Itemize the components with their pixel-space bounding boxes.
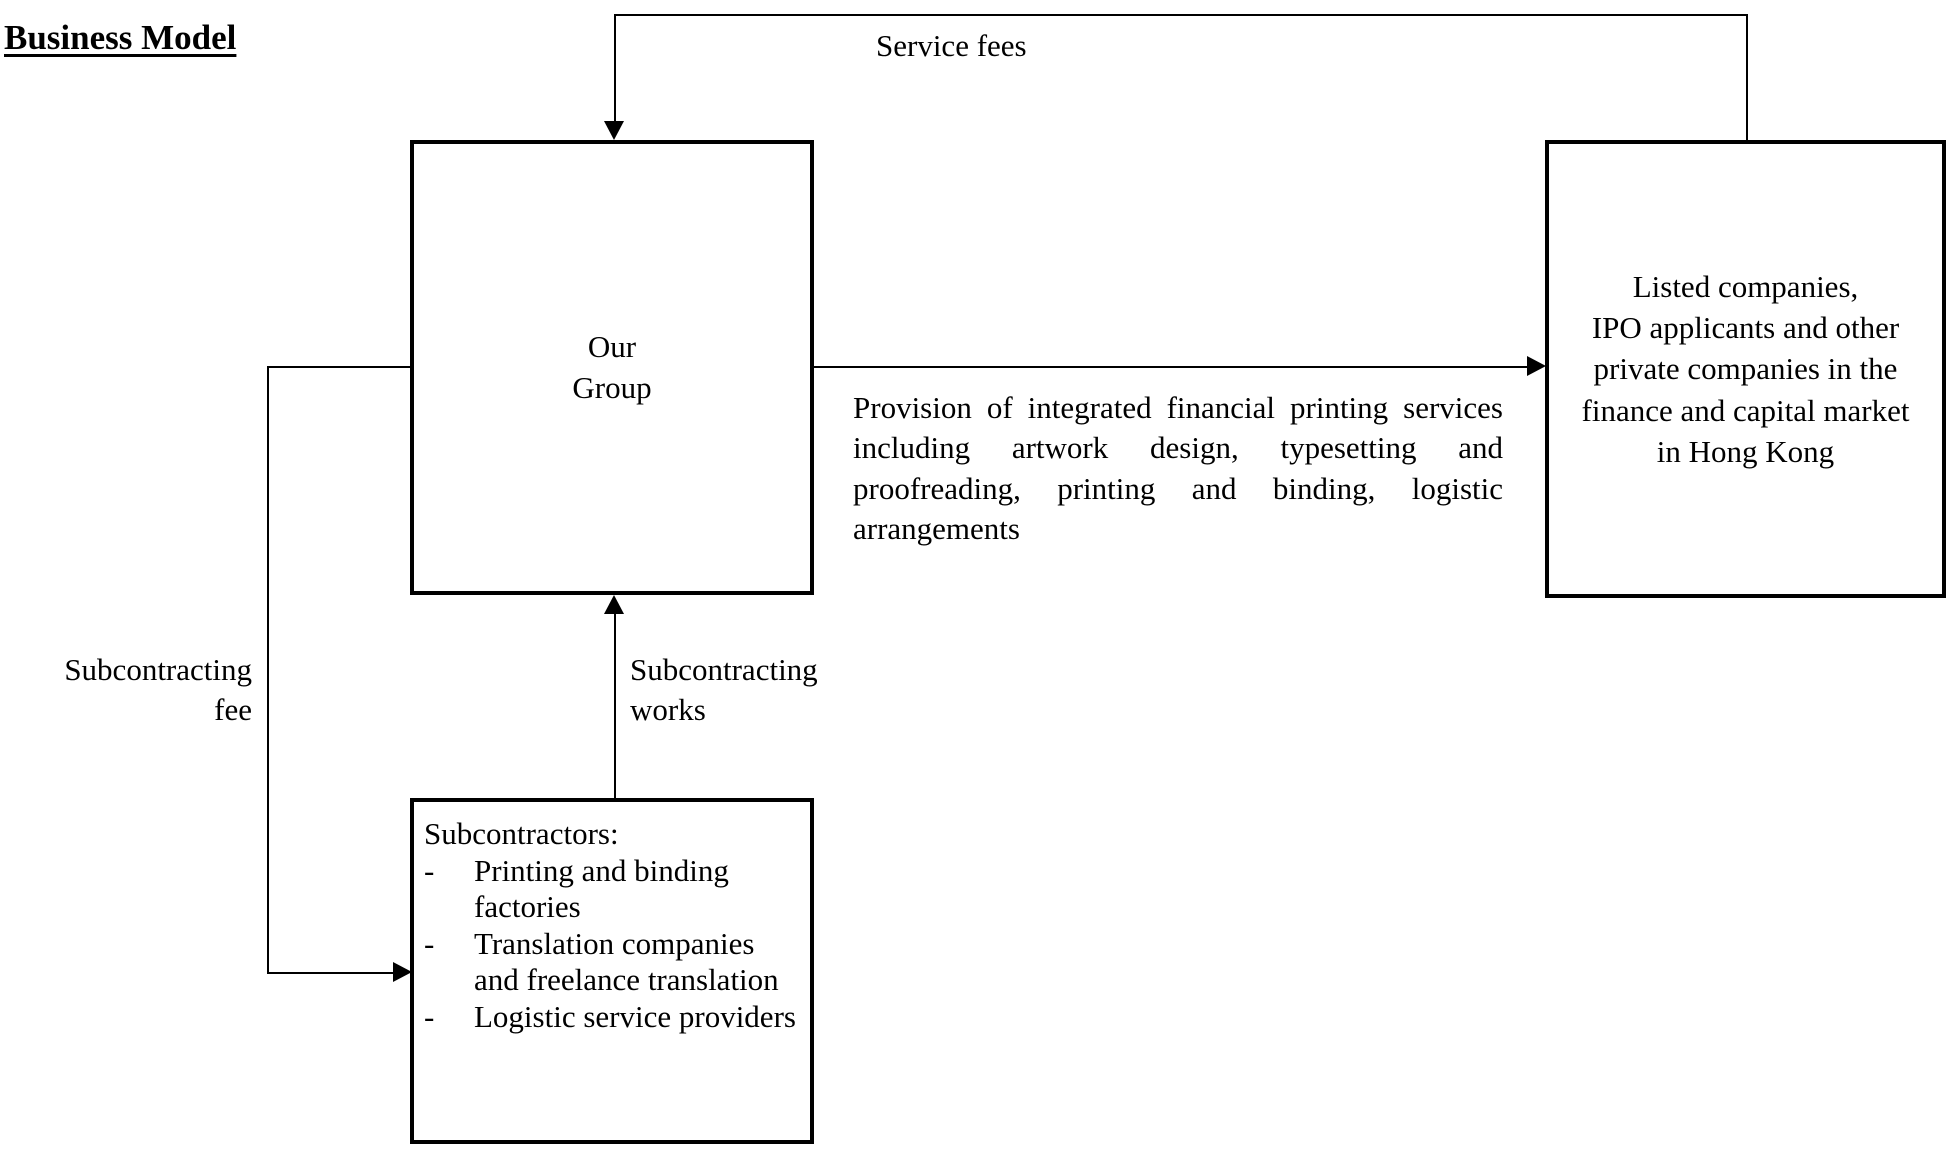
node-our-group-label: Our Group [572, 329, 652, 405]
node-our-group[interactable]: Our Group [410, 140, 814, 595]
list-item-label: Logistic service providers [474, 998, 796, 1034]
list-item-bullet: - [424, 925, 435, 961]
service-fees-edge-riser [1746, 14, 1748, 142]
subcontracting-fee-edge-drop [267, 366, 269, 972]
subcontracting-fee-edge-bottom [267, 972, 394, 974]
subcontracting-fee-edge-top [267, 366, 412, 368]
provision-edge-line [812, 366, 1528, 368]
edge-label-provision-of-services: Provision of integrated financial printi… [853, 390, 1503, 546]
page-title: Business Model [4, 18, 237, 57]
list-item-label: Translation companies and freelance tran… [474, 925, 779, 998]
edge-label-service-fees: Service fees [876, 28, 1027, 63]
list-item: - Logistic service providers [424, 999, 800, 1036]
service-fees-edge-drop [614, 14, 616, 124]
provision-arrowhead [1527, 356, 1546, 376]
node-listed-companies-label: Listed companies, IPO applicants and oth… [1581, 268, 1910, 469]
edge-label-subcontracting-works: Subcontracting works [630, 652, 818, 728]
node-listed-companies[interactable]: Listed companies, IPO applicants and oth… [1545, 140, 1946, 598]
list-item-label: Printing and binding factories [474, 852, 729, 925]
node-subcontractors[interactable]: Subcontractors: - Printing and binding fa… [410, 798, 814, 1144]
list-item-bullet: - [424, 852, 435, 888]
node-subcontractors-list: - Printing and binding factories - Translat… [424, 853, 800, 1036]
service-fees-arrowhead [604, 121, 624, 140]
node-subcontractors-heading: Subcontractors: [424, 816, 619, 851]
node-subcontractors-content: Subcontractors: - Printing and binding fa… [414, 802, 810, 1035]
list-item: - Printing and binding factories [424, 853, 800, 926]
subcontracting-works-arrowhead [604, 595, 624, 614]
list-item-bullet: - [424, 998, 435, 1034]
subcontracting-fee-arrowhead [393, 962, 412, 982]
edge-label-subcontracting-fee: Subcontracting fee [64, 652, 252, 728]
service-fees-edge-top [614, 14, 1748, 16]
list-item: - Translation companies and freelance tra… [424, 926, 800, 999]
subcontracting-works-edge-line [614, 614, 616, 800]
